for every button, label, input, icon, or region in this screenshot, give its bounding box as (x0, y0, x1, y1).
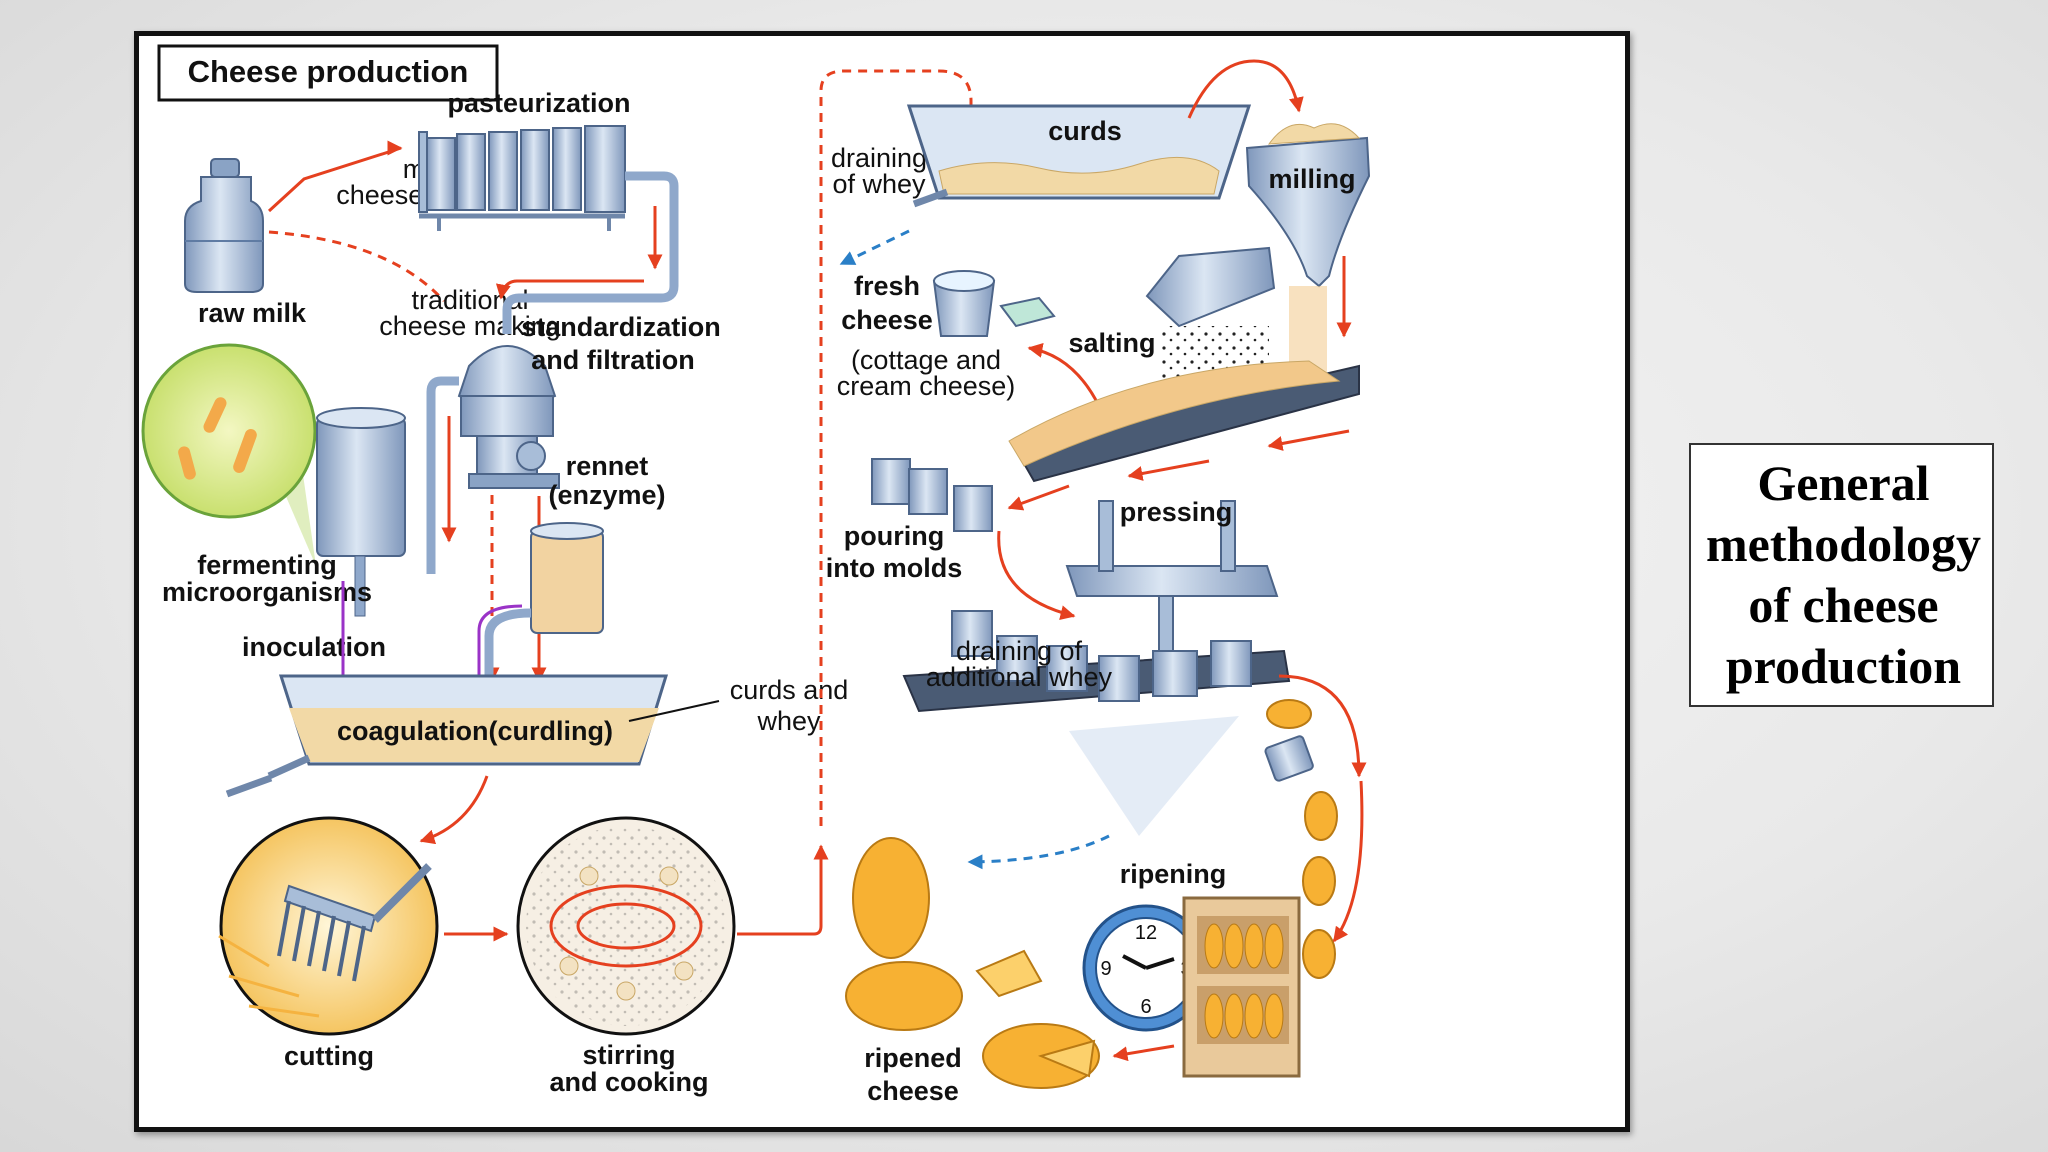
draining-label-2: of whey (832, 169, 926, 199)
clock-icon: 12 3 6 9 (1082, 904, 1210, 1032)
arrow-salt-belt-1 (1267, 429, 1350, 451)
fresh-cheese-label-2: cheese (841, 305, 933, 335)
arrow-to-curds (819, 69, 979, 826)
additional-whey-label-2: additional whey (926, 662, 1113, 692)
clock-12: 12 (1135, 922, 1157, 944)
arrow-press-to-ripening (1278, 674, 1367, 778)
arrow-additional-whey (967, 834, 1110, 870)
cottage-label-1: (cottage and (851, 345, 1001, 375)
milling-label: milling (1269, 164, 1356, 194)
standardization-label-2: and filtration (531, 345, 695, 375)
diagram-panel: Cheese production raw milk most cheese m… (134, 31, 1630, 1132)
separator-pipe (426, 376, 459, 574)
arrow-to-separator (495, 279, 644, 300)
curds-whey-label-2: whey (756, 706, 821, 736)
stirring-label-2: and cooking (549, 1067, 708, 1097)
arrow-to-fresh-cheese (1027, 342, 1101, 407)
stirring-label-1: stirring (582, 1040, 675, 1070)
milling-hopper-icon (1245, 123, 1371, 288)
inoculation-label: inoculation (242, 632, 386, 662)
fermenting-tank-icon (316, 407, 406, 617)
pressing-label: pressing (1120, 497, 1233, 527)
coagulation-label: coagulation(curdling) (337, 716, 613, 746)
cutting-icon (218, 816, 439, 1036)
arrow-down-to-shelf (1332, 780, 1364, 943)
falling-cheese-wheels-icon (1264, 699, 1338, 979)
arrow-salt-to-molds (1007, 484, 1070, 511)
draining-label-1: draining (831, 143, 927, 173)
pasteurizer-pipe (502, 171, 679, 334)
press-conveyor-icon (902, 610, 1291, 836)
curds-whey-leader (628, 700, 720, 722)
fermenting-label-2: microorganisms (162, 577, 372, 607)
side-title: General methodology of cheese production (1706, 455, 1981, 694)
raw-milk-label: raw milk (198, 298, 307, 328)
arrow-to-ripened (1112, 1044, 1175, 1062)
cottage-label-2: cream cheese) (837, 371, 1016, 401)
stirring-icon (516, 816, 736, 1036)
microorganism-magnifier-icon (141, 343, 317, 566)
title-box: Cheese production (157, 44, 499, 102)
ripened-cheese-icon (845, 837, 1100, 1089)
pouring-label-1: pouring (844, 521, 944, 551)
ripening-shelf-icon (1182, 896, 1301, 1078)
rennet-tank-icon (484, 522, 604, 696)
fermenting-label-1: fermenting (197, 550, 337, 580)
arrow-stirring-to-up (737, 844, 829, 936)
curds-label: curds (1048, 116, 1122, 146)
arrow-rennet (471, 604, 523, 690)
clock-9: 9 (1100, 958, 1111, 980)
standardization-label-1: standardization (521, 312, 721, 342)
pasteurization-label: pasteurization (447, 88, 630, 118)
pouring-label-2: into molds (826, 553, 963, 583)
salting-conveyor-icon (1008, 360, 1360, 483)
empty-molds-icon (871, 458, 993, 532)
cutting-label: cutting (284, 1041, 374, 1071)
rennet-label-2: (enzyme) (548, 480, 665, 510)
additional-whey-label-1: draining of (956, 636, 1083, 666)
arrow-curds-to-milling (1187, 59, 1304, 119)
arrow-draining-whey (839, 229, 910, 266)
salting-label: salting (1068, 328, 1155, 358)
side-title-box: General methodology of cheese production (1689, 443, 1994, 707)
rennet-label-1: rennet (566, 451, 649, 481)
clock-6: 6 (1140, 996, 1151, 1018)
arrow-molds-to-press (997, 530, 1076, 620)
traditional-label-2: cheese making (379, 311, 561, 341)
cheese-production-diagram: Cheese production raw milk most cheese m… (141, 44, 1371, 1106)
ripened-cheese-label-1: ripened (864, 1043, 962, 1073)
centrifuge-separator-icon (457, 345, 560, 489)
fresh-cheese-label-1: fresh (854, 271, 920, 301)
coagulation-vat-icon (225, 674, 669, 798)
ripening-label: ripening (1120, 859, 1227, 889)
arrow-salt-belt-2 (1127, 459, 1210, 481)
diagram-title: Cheese production (188, 54, 469, 89)
curds-trough-icon (906, 104, 1252, 208)
fresh-cheese-tub-icon (932, 270, 1056, 337)
curds-whey-label-1: curds and (730, 675, 849, 705)
arrow-milk-to-pasteurization (267, 144, 403, 213)
ripened-cheese-label-2: cheese (867, 1076, 959, 1106)
raw-milk-can-icon (184, 158, 264, 293)
press-icon (1065, 500, 1279, 652)
pasteurization-plates-icon (418, 125, 626, 231)
arrow-vat-to-cutting (419, 775, 489, 845)
